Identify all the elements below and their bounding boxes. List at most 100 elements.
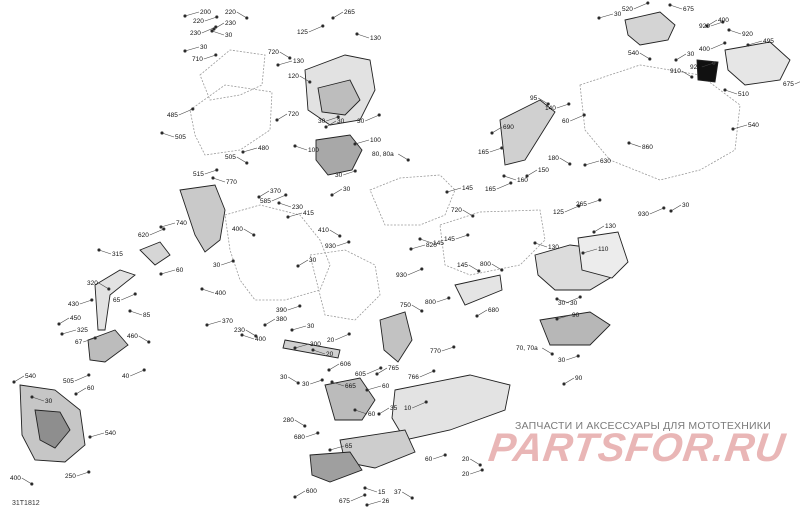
leader-line <box>710 42 725 50</box>
leader-line <box>468 264 479 272</box>
fastener-dot <box>277 201 281 205</box>
callout-label: 800 <box>480 261 491 268</box>
leader-line <box>366 367 381 375</box>
leader-line <box>287 212 303 218</box>
fastener-dot <box>88 435 92 439</box>
fastener-dot <box>12 380 16 384</box>
leader-line <box>58 317 70 325</box>
part-side-step-strip <box>454 274 503 306</box>
fastener-dot <box>662 206 666 210</box>
fastener-dot <box>93 336 97 340</box>
leader-line <box>31 396 45 402</box>
leader-line <box>245 329 256 337</box>
ghost-panel-rear-fender <box>579 64 741 181</box>
leader-line <box>236 156 247 164</box>
leader-line <box>598 13 614 19</box>
fastener-dot <box>365 503 369 507</box>
leader-line <box>184 11 200 17</box>
leader-line <box>489 147 502 153</box>
callout-label: 675 <box>783 81 794 88</box>
callout-label: 505 <box>225 154 236 161</box>
leader-line <box>294 490 306 498</box>
fastener-dot <box>30 395 34 399</box>
fastener-dot <box>316 431 320 435</box>
fastener-dot <box>509 181 513 185</box>
fastener-dot <box>159 272 163 276</box>
fastener-dot <box>731 127 735 131</box>
leader-line <box>584 160 600 166</box>
leader-line <box>61 329 77 335</box>
leader-line <box>160 269 176 275</box>
fastener-dot <box>231 259 235 263</box>
fastener-dot <box>160 131 164 135</box>
leader-line <box>204 16 217 22</box>
callout-label: 720 <box>451 207 462 214</box>
fastener-dot <box>353 169 357 173</box>
fastener-dot <box>87 470 91 474</box>
leader-line <box>354 139 370 145</box>
callout-label: 160 <box>517 177 528 184</box>
fastener-dot <box>327 368 331 372</box>
part-console-inner <box>317 79 361 116</box>
callout-label: 860 <box>642 144 653 151</box>
callout-label: 370 <box>270 188 281 195</box>
callout-label: 280 <box>283 417 294 424</box>
fastener-dot <box>500 268 504 272</box>
callout-label: 415 <box>303 210 314 217</box>
leader-line <box>794 81 800 85</box>
fastener-dot <box>90 298 94 302</box>
fastener-dot <box>288 56 292 60</box>
fastener-dot <box>424 400 428 404</box>
callout-label: 20 <box>326 351 334 358</box>
fastener-dot <box>502 174 506 178</box>
fastener-dot <box>583 163 587 167</box>
callout-label: 60 <box>87 385 95 392</box>
fastener-dot <box>60 332 64 336</box>
leader-line <box>331 381 345 387</box>
fastener-dot <box>712 61 716 65</box>
fastener-dot <box>353 142 357 146</box>
leader-line <box>21 477 32 485</box>
leader-line <box>201 26 216 34</box>
fastener-dot <box>379 366 383 370</box>
leader-line <box>366 500 382 506</box>
callout-label: 680 <box>294 434 305 441</box>
leader-line <box>312 349 326 355</box>
leader-line <box>258 190 270 198</box>
fastener-dot <box>721 20 725 24</box>
callout-label: 740 <box>176 220 187 227</box>
fastener-dot <box>245 161 249 165</box>
leader-line <box>462 209 473 217</box>
leader-line <box>308 25 323 33</box>
callout-label: 450 <box>70 315 81 322</box>
callout-label: 265 <box>576 201 587 208</box>
callout-label: 65 <box>345 443 353 450</box>
callout-label: 125 <box>297 29 308 36</box>
leader-line <box>378 407 390 415</box>
callout-label: 30 <box>682 202 690 209</box>
fastener-dot <box>546 102 550 106</box>
fastener-dot <box>377 412 381 416</box>
leader-line <box>76 471 89 477</box>
fastener-dot <box>245 16 249 20</box>
leader-line <box>356 33 370 39</box>
leader-line <box>407 268 422 276</box>
fastener-dot <box>420 267 424 271</box>
callout-label: 15 <box>378 489 386 496</box>
ghost-panel-front-body <box>224 204 331 301</box>
leader-line <box>310 379 323 385</box>
callout-label: 30 <box>309 257 317 264</box>
leader-line <box>669 4 683 10</box>
fastener-dot <box>363 486 367 490</box>
leader-line <box>288 376 299 384</box>
leader-line <box>75 387 87 395</box>
leader-line <box>278 202 292 208</box>
callout-label: 95 <box>530 95 538 102</box>
leader-line <box>582 248 598 254</box>
callout-label: 480 <box>258 145 269 152</box>
fastener-dot <box>480 468 484 472</box>
callout-label: 510 <box>738 91 749 98</box>
leader-line <box>412 401 427 409</box>
ghost-panel-front-fender <box>189 84 273 156</box>
